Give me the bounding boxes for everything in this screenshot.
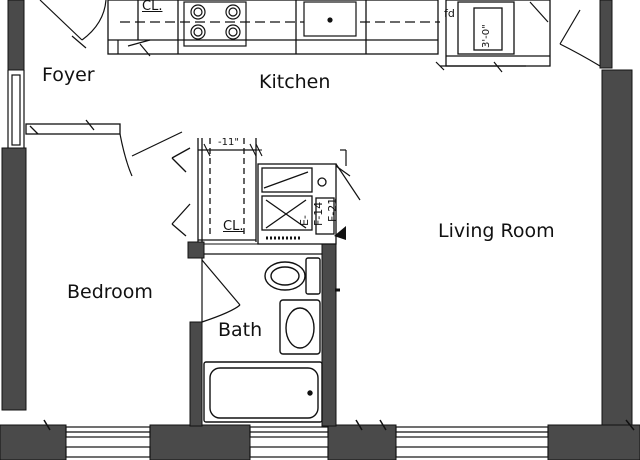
bath-door [201, 259, 241, 323]
stove-burners-icon [183, 1, 247, 47]
entry-door [39, 0, 107, 49]
e-label: E- [298, 215, 311, 226]
bottom-wall-mid1 [149, 424, 251, 460]
kitchen-appliances [257, 163, 337, 245]
fridge-closet [440, 0, 551, 67]
left-wall-upper [7, 0, 25, 71]
right-wall [601, 69, 633, 431]
bath-walls [187, 241, 337, 427]
closet-dimension-label: -11" [218, 137, 239, 148]
bathtub-icon [203, 361, 323, 423]
bottom-wall-right [547, 424, 640, 460]
f21-label: F-21 [326, 197, 339, 222]
room-label-bedroom: Bedroom [67, 281, 153, 303]
bedroom-door [119, 131, 183, 177]
room-label-living-room: Living Room [438, 220, 555, 242]
toilet-icon [264, 257, 321, 295]
kitchen-counter [107, 0, 440, 55]
room-label-kitchen: Kitchen [259, 71, 331, 93]
room-label-foyer: Foyer [42, 64, 95, 86]
bath-sink-icon [279, 299, 321, 355]
room-label-bath: Bath [218, 319, 263, 341]
partition-walls [25, 119, 121, 135]
fd-label: fd [444, 7, 455, 20]
bottom-windows [65, 426, 549, 458]
kitchen-sink-icon [303, 1, 357, 37]
bottom-wall-left [0, 424, 67, 460]
bottom-wall-mid2 [327, 424, 397, 460]
f14-label: F-14 [312, 201, 325, 226]
left-wall-lower [1, 147, 27, 411]
fridge-dimension-label: 3'-0" [481, 24, 492, 48]
closet-label-top: CL. [142, 0, 163, 14]
closet-label-middle: CL. [223, 219, 244, 234]
top-right-wall [599, 0, 613, 69]
